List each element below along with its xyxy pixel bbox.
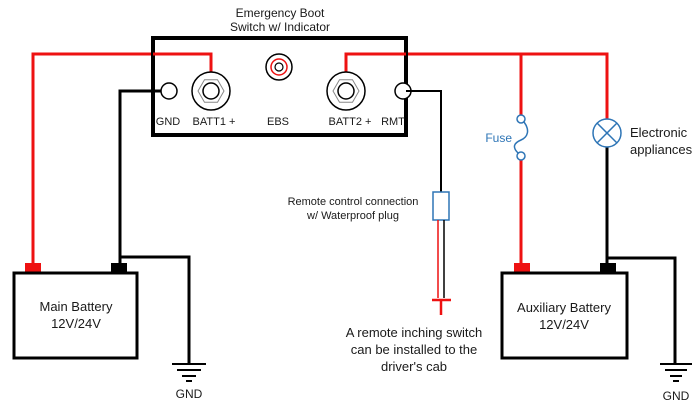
wire-main-ground (120, 255, 191, 364)
switch-title-line2: Switch w/ Indicator (230, 20, 330, 34)
remote-connection-line2: w/ Waterproof plug (306, 210, 399, 222)
aux-battery-name: Auxiliary Battery (517, 300, 611, 315)
remote-note-line3: driver's cab (381, 359, 447, 374)
wire-aux-ground (607, 256, 677, 364)
main-battery-negative-terminal (111, 263, 127, 273)
ground-right-icon (660, 363, 692, 382)
appliance-label-line2: appliances (630, 142, 693, 157)
remote-connection-line1: Remote control connection (288, 196, 419, 208)
main-battery-positive-terminal (25, 263, 41, 273)
ground-left-icon (172, 363, 206, 382)
appliance-label-line1: Electronic (630, 125, 688, 140)
label-ebs: EBS (267, 116, 289, 128)
main-battery-name: Main Battery (40, 299, 113, 314)
aux-battery-positive-terminal (514, 263, 530, 273)
remote-switch-terminal-icon (432, 298, 451, 315)
batt2-terminal-icon (326, 71, 366, 111)
ground-right-label: GND (663, 389, 690, 403)
batt1-terminal-icon (191, 71, 231, 111)
main-battery-voltage: 12V/24V (51, 316, 101, 331)
fuse-label: Fuse (485, 131, 512, 145)
aux-battery (500, 271, 629, 360)
switch-title-line1: Emergency Boot (236, 6, 325, 20)
gnd-terminal-icon (160, 82, 178, 100)
main-battery (12, 271, 139, 360)
aux-battery-negative-terminal (600, 263, 616, 273)
label-batt2-terminal: BATT2 + (329, 116, 372, 128)
remote-note-line1: A remote inching switch (346, 325, 483, 340)
ground-wires (118, 89, 677, 364)
remote-note-line2: can be installed to the (351, 342, 477, 357)
ebs-indicator-icon (265, 53, 293, 81)
aux-battery-voltage: 12V/24V (539, 317, 589, 332)
waterproof-plug-icon (432, 191, 450, 221)
label-batt1-terminal: BATT1 + (193, 116, 236, 128)
label-gnd-terminal: GND (156, 116, 181, 128)
wire-remote (411, 90, 442, 192)
fuse-icon (513, 114, 529, 161)
ground-left-label: GND (176, 387, 203, 401)
label-rmt-terminal: RMT (381, 116, 405, 128)
appliance-lamp-icon (592, 118, 622, 148)
wire-main-negative (118, 89, 162, 265)
